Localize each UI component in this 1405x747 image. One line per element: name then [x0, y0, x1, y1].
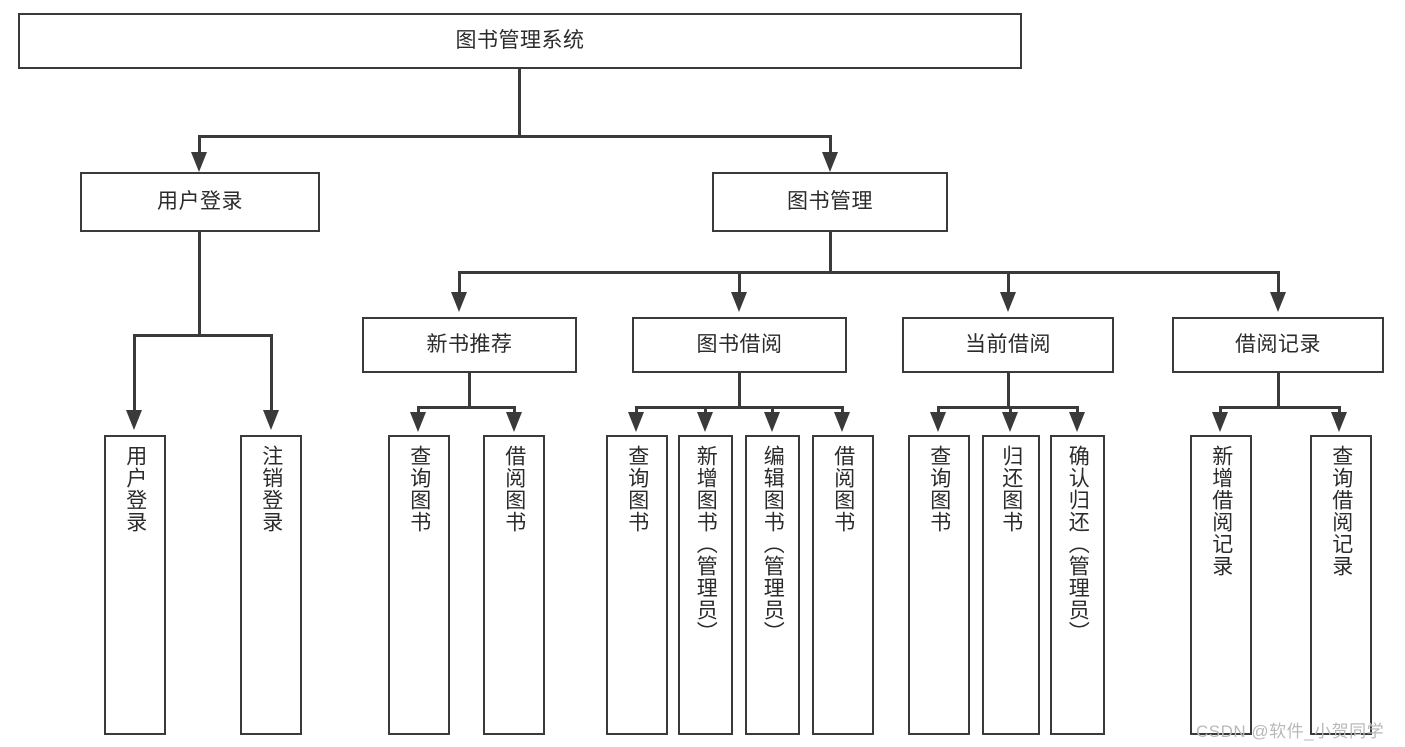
- connector-borrow-record-bus: [1219, 406, 1341, 409]
- arrowhead-to-new-book-recommend: [451, 292, 467, 312]
- node-label: 图书管理: [787, 190, 873, 214]
- node-new-book-recommend[interactable]: 新书推荐: [362, 317, 577, 373]
- arrowhead-to-book-borrow: [731, 292, 747, 312]
- arrowhead-leaf-user-login: [126, 410, 142, 430]
- node-book-borrow[interactable]: 图书借阅: [632, 317, 847, 373]
- leaf-query-borrow-record[interactable]: 查询借阅记录: [1310, 435, 1372, 735]
- leaf-label: 确认归还（管理员）: [1066, 445, 1090, 643]
- node-label: 图书借阅: [696, 333, 783, 357]
- leaf-borrow-book[interactable]: 借阅图书: [812, 435, 874, 735]
- connector-book-management-stem: [829, 232, 832, 273]
- leaf-label: 借阅图书: [502, 445, 526, 533]
- connector-level3-bus: [458, 271, 1280, 274]
- connector-borrow-record-stem: [1277, 373, 1280, 407]
- leaf-label: 查询图书: [927, 445, 951, 533]
- arrowhead-leaf-query-book-3: [930, 412, 946, 432]
- arrowhead-leaf-query-book-2: [628, 412, 644, 432]
- connector-user-login-stem: [198, 232, 201, 335]
- leaf-label: 编辑图书（管理员）: [761, 445, 785, 643]
- connector-cb-drop-3: [1076, 406, 1079, 414]
- connector-new-book-recommend-stem: [468, 373, 471, 407]
- connector-bb-drop-3: [771, 406, 774, 414]
- leaf-label: 归还图书: [999, 445, 1023, 533]
- leaf-add-book-admin[interactable]: 新增图书（管理员）: [678, 435, 733, 735]
- leaf-logout[interactable]: 注销登录: [240, 435, 302, 735]
- connector-bb-drop-1: [635, 406, 638, 414]
- connector-to-new-book-recommend: [458, 271, 461, 295]
- connector-to-user-login: [198, 135, 201, 155]
- leaf-label: 查询借阅记录: [1329, 445, 1353, 577]
- arrowhead-leaf-query-borrow-record: [1331, 412, 1347, 432]
- leaf-query-book-borrow[interactable]: 查询图书: [606, 435, 668, 735]
- node-book-management[interactable]: 图书管理: [712, 172, 948, 232]
- connector-br-drop-1: [1219, 406, 1222, 414]
- arrowhead-leaf-logout: [263, 410, 279, 430]
- arrowhead-leaf-confirm-return: [1069, 412, 1085, 432]
- connector-current-borrow-bus: [937, 406, 1079, 409]
- connector-user-login-bus: [133, 334, 273, 337]
- connector-bb-drop-2: [704, 406, 707, 414]
- leaf-edit-book-admin[interactable]: 编辑图书（管理员）: [745, 435, 800, 735]
- node-borrow-record[interactable]: 借阅记录: [1172, 317, 1384, 373]
- leaf-borrow-book-recommend[interactable]: 借阅图书: [483, 435, 545, 735]
- leaf-label: 新增借阅记录: [1209, 445, 1233, 577]
- connector-to-book-management: [829, 135, 832, 155]
- leaf-label: 查询图书: [407, 445, 431, 533]
- leaf-label: 查询图书: [625, 445, 649, 533]
- leaf-label: 用户登录: [123, 445, 147, 533]
- connector-new-book-recommend-bus: [417, 406, 516, 409]
- arrowhead-leaf-add-borrow-record: [1212, 412, 1228, 432]
- arrowhead-leaf-borrow-book-2: [834, 412, 850, 432]
- connector-user-login-drop-2: [270, 334, 273, 412]
- node-label: 新书推荐: [426, 333, 513, 357]
- node-label: 当前借阅: [965, 333, 1051, 357]
- connector-current-borrow-stem: [1007, 373, 1010, 407]
- connector-user-login-drop-1: [133, 334, 136, 412]
- connector-book-borrow-bus: [635, 406, 843, 409]
- connector-book-borrow-stem: [738, 373, 741, 407]
- leaf-add-borrow-record[interactable]: 新增借阅记录: [1190, 435, 1252, 735]
- connector-level2-bus: [198, 135, 832, 138]
- arrowhead-to-book-management: [822, 152, 838, 172]
- arrowhead-to-user-login: [191, 152, 207, 172]
- connector-to-book-borrow: [738, 271, 741, 295]
- connector-nbr-drop-2: [513, 406, 516, 414]
- leaf-query-book-recommend[interactable]: 查询图书: [388, 435, 450, 735]
- leaf-confirm-return-admin[interactable]: 确认归还（管理员）: [1050, 435, 1105, 735]
- leaf-return-book[interactable]: 归还图书: [982, 435, 1040, 735]
- arrowhead-leaf-query-book-1: [410, 412, 426, 432]
- node-label: 借阅记录: [1235, 333, 1321, 357]
- node-user-login[interactable]: 用户登录: [80, 172, 320, 232]
- connector-cb-drop-1: [937, 406, 940, 414]
- leaf-label: 注销登录: [259, 445, 283, 533]
- arrowhead-to-borrow-record: [1270, 292, 1286, 312]
- node-label: 图书管理系统: [455, 29, 585, 53]
- node-root-library-management-system[interactable]: 图书管理系统: [18, 13, 1022, 69]
- connector-nbr-drop-1: [417, 406, 420, 414]
- connector-root-stem: [518, 69, 521, 137]
- arrowhead-leaf-return-book: [1002, 412, 1018, 432]
- leaf-query-book-current[interactable]: 查询图书: [908, 435, 970, 735]
- arrowhead-leaf-edit-book: [764, 412, 780, 432]
- node-current-borrow[interactable]: 当前借阅: [902, 317, 1114, 373]
- node-label: 用户登录: [157, 190, 243, 214]
- arrowhead-leaf-add-book: [697, 412, 713, 432]
- arrowhead-leaf-borrow-book-1: [506, 412, 522, 432]
- connector-cb-drop-2: [1009, 406, 1012, 414]
- connector-br-drop-2: [1338, 406, 1341, 414]
- arrowhead-to-current-borrow: [1000, 292, 1016, 312]
- leaf-label: 新增图书（管理员）: [694, 445, 718, 643]
- leaf-user-login[interactable]: 用户登录: [104, 435, 166, 735]
- connector-to-borrow-record: [1277, 271, 1280, 295]
- leaf-label: 借阅图书: [831, 445, 855, 533]
- connector-bb-drop-4: [841, 406, 844, 414]
- connector-to-current-borrow: [1007, 271, 1010, 295]
